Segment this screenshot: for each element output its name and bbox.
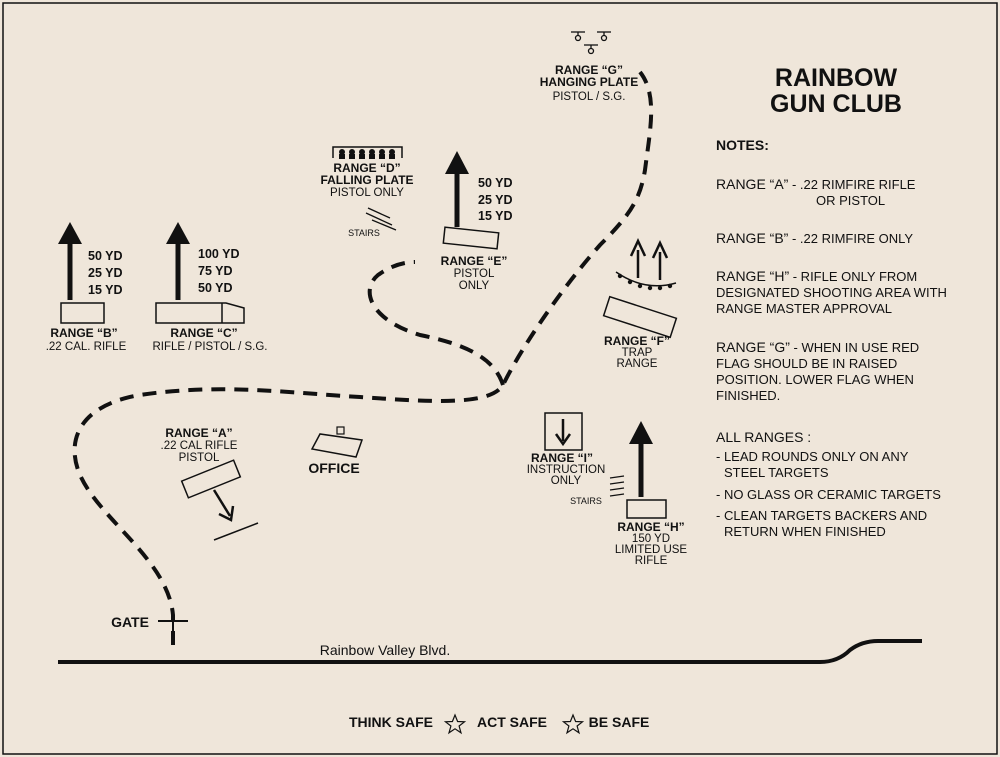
safety-footer: THINK SAFE ACT SAFE BE SAFE <box>349 713 650 735</box>
range-i: RANGE “I” INSTRUCTION ONLY <box>527 412 606 487</box>
svg-text:DESIGNATED SHOOTING AREA WITH: DESIGNATED SHOOTING AREA WITH <box>716 285 947 300</box>
svg-text:.22 CAL. RIFLE: .22 CAL. RIFLE <box>46 341 127 353</box>
svg-text:RANGE “A”: RANGE “A” <box>165 426 232 440</box>
svg-text:ONLY: ONLY <box>551 475 582 487</box>
star-icon <box>443 713 467 735</box>
svg-text:HANGING PLATE: HANGING PLATE <box>540 75 638 89</box>
svg-text:RANGE “D”: RANGE “D” <box>333 161 400 175</box>
svg-text:TRAP: TRAP <box>622 347 653 359</box>
road-line <box>58 639 922 664</box>
svg-text:ONLY: ONLY <box>459 280 490 292</box>
svg-text:PISTOL: PISTOL <box>179 452 220 464</box>
star-icon <box>561 713 585 735</box>
svg-text:RANGE “B”: RANGE “B” <box>50 326 117 340</box>
svg-text:OR PISTOL: OR PISTOL <box>816 193 885 208</box>
svg-text:25 YD: 25 YD <box>88 266 123 280</box>
svg-text:STEEL TARGETS: STEEL TARGETS <box>724 465 829 480</box>
trail-main <box>72 70 654 645</box>
svg-text:15 YD: 15 YD <box>88 283 123 297</box>
svg-text:RANGE “E”: RANGE “E” <box>441 254 508 268</box>
svg-text:NOTES:: NOTES: <box>716 137 769 153</box>
svg-text:BE SAFE: BE SAFE <box>589 714 650 730</box>
svg-text:LIMITED USE: LIMITED USE <box>615 544 688 556</box>
svg-text:RANGE “G”: RANGE “G” <box>555 63 623 77</box>
svg-text:ACT SAFE: ACT SAFE <box>477 714 547 730</box>
svg-text:POSITION. LOWER FLAG WHEN: POSITION. LOWER FLAG WHEN <box>716 372 914 387</box>
range-f: RANGE “F” TRAP RANGE <box>602 238 678 370</box>
svg-text:50 YD: 50 YD <box>478 176 513 190</box>
svg-text:RANGE MASTER APPROVAL: RANGE MASTER APPROVAL <box>716 301 892 316</box>
svg-text:FLAG SHOULD BE IN RAISED: FLAG SHOULD BE IN RAISED <box>716 356 897 371</box>
svg-text:RANGE “F”: RANGE “F” <box>604 334 670 348</box>
svg-text:RETURN WHEN FINISHED: RETURN WHEN FINISHED <box>724 524 886 539</box>
range-a: RANGE “A” .22 CAL RIFLE PISTOL <box>161 426 259 541</box>
svg-text:RIFLE: RIFLE <box>635 555 668 567</box>
svg-text:50 YD: 50 YD <box>88 249 123 263</box>
range-d: RANGE “D” FALLING PLATE PISTOL ONLY STAI… <box>320 146 414 238</box>
range-b: 50 YD 25 YD 15 YD RANGE “B” .22 CAL. RIF… <box>46 222 127 353</box>
svg-text:25 YD: 25 YD <box>478 193 513 207</box>
note-a: RANGE “A” - .22 RIMFIRE RIFLE <box>716 176 916 192</box>
trail-loop <box>367 260 505 386</box>
svg-text:RIFLE / PISTOL / S.G.: RIFLE / PISTOL / S.G. <box>152 341 267 353</box>
svg-text:- LEAD ROUNDS ONLY ON ANY: - LEAD ROUNDS ONLY ON ANY <box>716 449 909 464</box>
club-title-line-1: RAINBOW <box>775 64 898 92</box>
svg-text:150 YD: 150 YD <box>632 533 670 545</box>
svg-text:.22 CAL RIFLE: .22 CAL RIFLE <box>161 440 238 452</box>
svg-text:ALL RANGES :: ALL RANGES : <box>716 429 811 445</box>
range-e: 50 YD 25 YD 15 YD RANGE “E” PISTOL ONLY <box>441 151 513 292</box>
notes-panel: NOTES: RANGE “A” - .22 RIMFIRE RIFLE OR … <box>716 137 947 539</box>
svg-text:RANGE: RANGE <box>617 358 658 370</box>
stairs-label-h: STAIRS <box>570 496 602 506</box>
svg-text:PISTOL ONLY: PISTOL ONLY <box>330 187 404 199</box>
svg-text:FALLING PLATE: FALLING PLATE <box>320 173 413 187</box>
club-title-line-2: GUN CLUB <box>770 90 902 118</box>
svg-text:PISTOL / S.G.: PISTOL / S.G. <box>553 91 626 103</box>
svg-text:15 YD: 15 YD <box>478 209 513 223</box>
svg-text:INSTRUCTION: INSTRUCTION <box>527 464 606 476</box>
range-c: 100 YD 75 YD 50 YD RANGE “C” RIFLE / PIS… <box>152 222 268 353</box>
gate-label: GATE <box>111 614 149 630</box>
svg-text:RANGE “H”: RANGE “H” <box>617 520 684 534</box>
svg-text:RANGE “I”: RANGE “I” <box>531 451 593 465</box>
svg-text:- CLEAN TARGETS BACKERS AND: - CLEAN TARGETS BACKERS AND <box>716 508 927 523</box>
svg-text:- NO GLASS OR CERAMIC TARGETS: - NO GLASS OR CERAMIC TARGETS <box>716 487 941 502</box>
road-label: Rainbow Valley Blvd. <box>320 642 450 658</box>
svg-text:RANGE “C”: RANGE “C” <box>170 326 237 340</box>
range-h: STAIRS RANGE “H” 150 YD LIMITED USE RIFL… <box>570 421 687 567</box>
svg-text:FINISHED.: FINISHED. <box>716 388 780 403</box>
svg-text:PISTOL: PISTOL <box>454 268 495 280</box>
svg-text:75 YD: 75 YD <box>198 264 233 278</box>
stairs-label-d: STAIRS <box>348 228 380 238</box>
svg-text:50 YD: 50 YD <box>198 281 233 295</box>
note-b: RANGE “B” - .22 RIMFIRE ONLY <box>716 230 913 246</box>
note-g: RANGE “G” - WHEN IN USE RED <box>716 339 919 355</box>
note-h: RANGE “H” - RIFLE ONLY FROM <box>716 268 917 284</box>
svg-text:THINK SAFE: THINK SAFE <box>349 714 433 730</box>
office: OFFICE <box>308 426 364 476</box>
range-g: RANGE “G” HANGING PLATE PISTOL / S.G. <box>540 31 638 103</box>
svg-text:OFFICE: OFFICE <box>308 460 359 476</box>
svg-text:100 YD: 100 YD <box>198 247 239 261</box>
